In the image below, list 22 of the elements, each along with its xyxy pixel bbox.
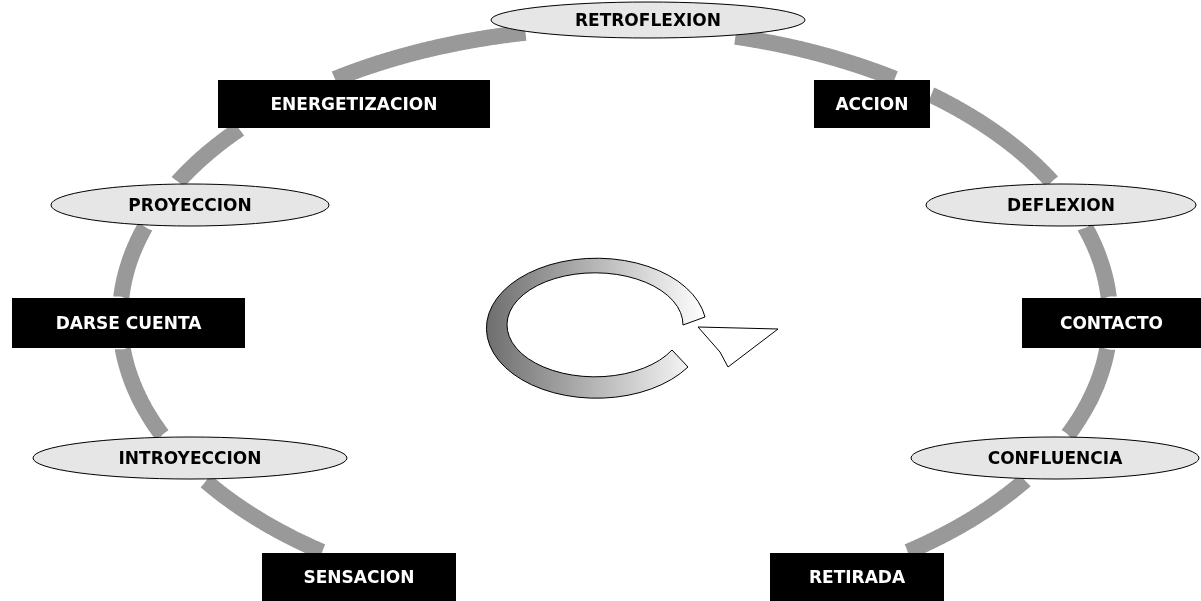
node-label: ACCION <box>835 94 909 114</box>
node-label: RETROFLEXION <box>575 10 721 30</box>
phase-box <box>262 553 456 601</box>
ellipse-node <box>50 183 330 227</box>
ellipse-node <box>925 183 1197 227</box>
phase-box <box>218 80 490 128</box>
ellipse-node <box>32 436 348 480</box>
node-label: DARSE CUENTA <box>55 313 202 333</box>
ellipse-node <box>910 436 1200 480</box>
node-label: RETIRADA <box>808 567 906 587</box>
node-label: DEFLEXION <box>1007 195 1115 215</box>
node-label: INTROYECCION <box>118 448 262 468</box>
node-label: PROYECCION <box>128 195 252 215</box>
node-label: ENERGETIZACION <box>270 94 438 114</box>
phase-box <box>814 80 930 128</box>
ellipse-node <box>490 1 806 39</box>
node-label: SENSACION <box>303 567 415 587</box>
phase-box <box>1022 298 1201 348</box>
node-label: CONTACTO <box>1059 313 1164 333</box>
phase-box <box>12 298 245 348</box>
node-label: CONFLUENCIA <box>987 448 1123 468</box>
phase-box <box>770 553 944 601</box>
